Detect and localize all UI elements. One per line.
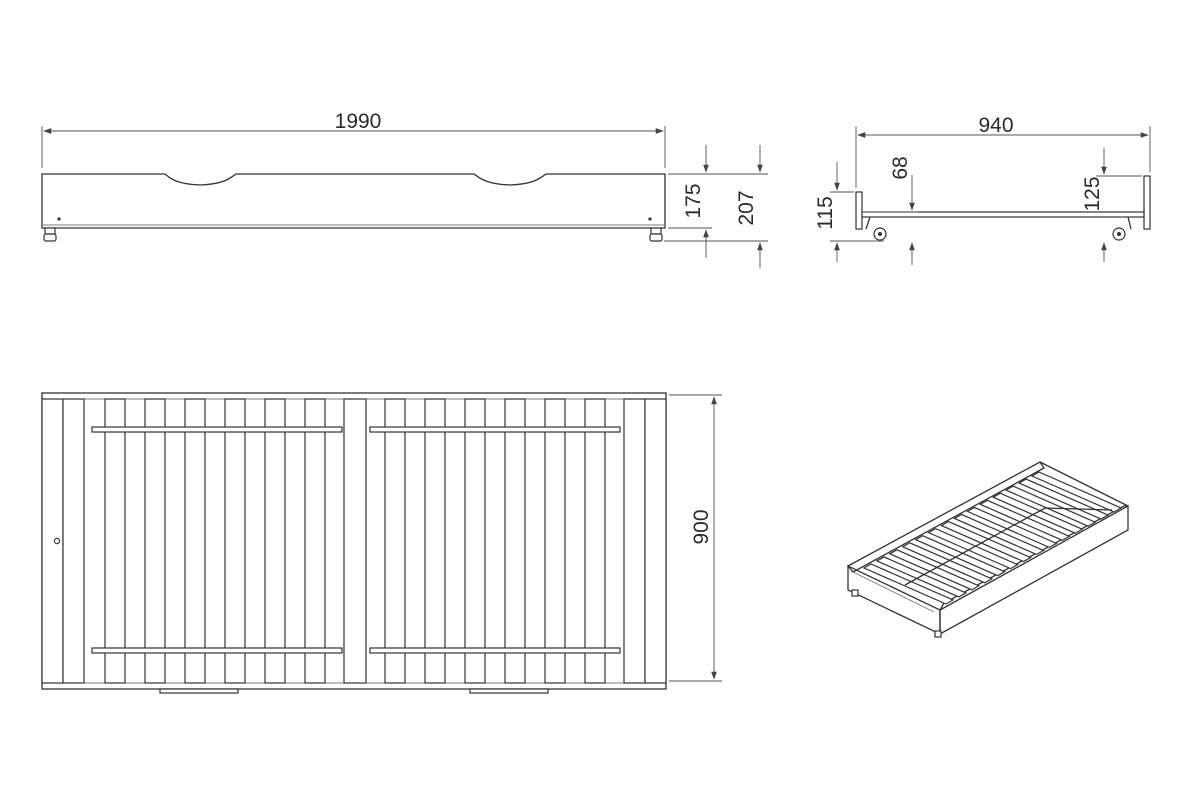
iso-slat [875,556,968,598]
iso-back-rail-top [846,461,1045,573]
end-panel-right [1143,175,1151,230]
screw-hole-left [57,217,61,221]
center-beam [343,398,367,684]
iso-center-beam [904,507,1113,586]
caster-right [649,227,663,242]
iso-inner-edge [852,571,935,613]
front-elevation-view: 1990 175 207 [41,110,768,268]
iso-slat-group [862,471,1123,605]
slat [144,398,166,684]
slat [464,398,486,684]
plan-hole [53,537,61,545]
iso-slat [914,535,1007,577]
iso-slat [1004,485,1097,527]
iso-end-panel-back [1039,461,1129,507]
iso-slat [966,506,1058,549]
iso-slat [978,499,1071,541]
screw-hole-right [648,217,652,221]
dimension-900-label: 900 [690,509,713,544]
dimension-175-label: 175 [682,183,705,218]
slat [544,398,566,684]
caster-side-left [865,216,887,241]
end-panel-left [855,191,863,230]
side-elevation-view: 940 115 68 125 [814,114,1151,265]
slat-base [861,211,1145,218]
dimension-125-label: 125 [1081,176,1104,211]
iso-slat [1030,471,1123,513]
plan-frame-boards [41,398,667,684]
slat [584,398,606,684]
dimension-68-label: 68 [889,156,912,179]
dimension-207-label: 207 [735,190,758,225]
dimension-940-label: 940 [978,114,1013,137]
iso-slat [927,527,1019,570]
plan-view: 900 [41,392,722,694]
iso-slat [991,492,1084,534]
iso-side-panel-top [939,505,1128,611]
iso-slat [901,542,994,584]
iso-side-panel-front [939,504,1129,636]
isometric-view [846,461,1129,638]
front-panel-outline [41,173,666,229]
iso-slat [888,549,981,591]
dimension-115-label: 115 [814,196,837,229]
iso-slat [940,520,1032,563]
slat [504,398,526,684]
slat [304,398,326,684]
slat [264,398,286,684]
iso-casters [851,589,942,638]
slat-group [104,398,606,684]
caster-side-right [1112,216,1132,241]
slat [224,398,246,684]
dimension-length-label: 1990 [335,110,382,133]
plan-bottom-feet [159,688,549,694]
slat [184,398,206,684]
caster-left [43,227,57,242]
slat [424,398,446,684]
slat [104,398,126,684]
iso-slat [953,513,1045,556]
slat [384,398,406,684]
iso-slat [862,563,955,605]
cross-rails [91,426,621,654]
